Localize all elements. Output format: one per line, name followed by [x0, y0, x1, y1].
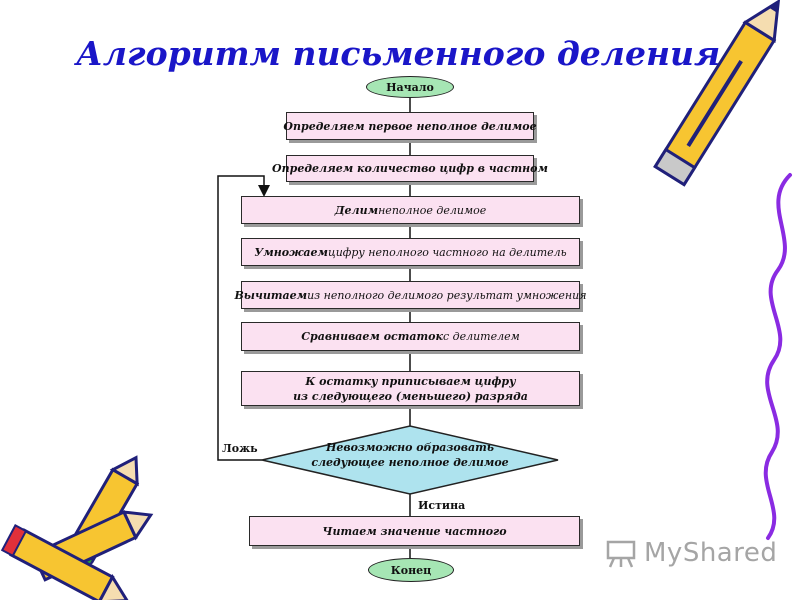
watermark-text: MyShared — [644, 538, 778, 568]
decision-diamond — [261, 425, 559, 495]
step-7-box: К остатку приписываем цифру из следующег… — [241, 371, 580, 406]
true-label: Истина — [418, 499, 466, 512]
step-6-bold: Сравниваем остаток — [301, 330, 443, 343]
decision-line2: следующее неполное делимое — [311, 456, 509, 469]
step-4-bold: Умножаем — [254, 245, 329, 259]
step-6-box: Сравниваем остаток с делителем — [241, 322, 580, 351]
start-terminal: Начало — [366, 76, 454, 98]
step-2-text: Определяем количество цифр в частном — [272, 162, 548, 175]
false-label: Ложь — [222, 442, 258, 455]
step-4-box: Умножаем цифру неполного частного на дел… — [241, 238, 580, 266]
step-8-box: Читаем значение частного — [249, 516, 580, 546]
step-7-line1: К остатку приписываем цифру — [305, 374, 516, 388]
pencil-icon — [653, 0, 781, 187]
pencil-icon — [0, 524, 130, 600]
decorative-stroke — [763, 173, 792, 540]
step-5-box: Вычитаем из неполного делимого результат… — [235, 281, 587, 309]
page-title: Алгоритм письменного деления — [76, 34, 721, 73]
decision-line1: Невозможно образовать — [325, 441, 495, 454]
step-4-text: цифру неполного частного на делитель — [328, 245, 567, 259]
step-3-box: Делим неполное делимое — [241, 196, 580, 224]
step-3-bold: Делим — [334, 203, 379, 217]
step-5-text: из неполного делимого результат умножени… — [307, 288, 587, 302]
step-1-text: Определяем первое неполное делимое — [283, 119, 537, 133]
step-8-text: Читаем значение частного — [322, 524, 507, 538]
step-1-box: Определяем первое неполное делимое — [283, 112, 537, 140]
step-2-box: Определяем количество цифр в частном — [272, 155, 548, 182]
watermark: MyShared — [606, 538, 777, 568]
step-7-line2: из следующего (меньшего) разряда — [293, 389, 528, 403]
step-6-text: с делителем — [442, 330, 520, 343]
end-terminal: Конец — [368, 558, 454, 582]
step-5-bold: Вычитаем — [234, 288, 308, 302]
step-3-text: неполное делимое — [378, 203, 487, 217]
decision-text: Невозможно образовать следующее неполное… — [290, 440, 530, 470]
projector-icon — [606, 540, 636, 568]
